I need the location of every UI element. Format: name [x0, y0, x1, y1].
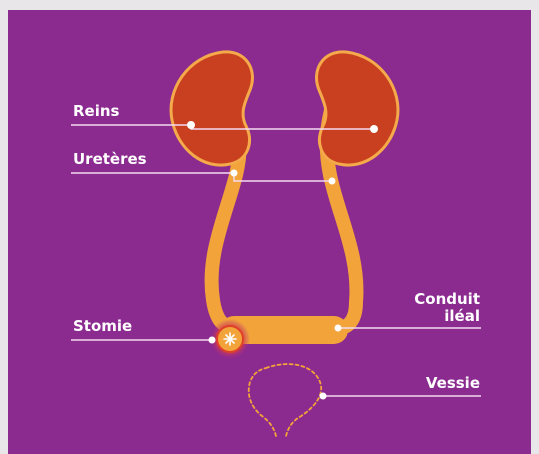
label-ureteres: Uretères	[73, 150, 147, 168]
ureteres-dot-right	[329, 178, 336, 185]
reins-dot-right	[370, 125, 378, 133]
reins-dot-left	[187, 121, 195, 129]
label-stomie: Stomie	[73, 317, 132, 335]
label-conduit-line1: Conduit	[414, 290, 480, 308]
stoma-star-icon	[224, 333, 236, 345]
label-reins: Reins	[73, 102, 120, 120]
label-conduit-line2: iléal	[444, 307, 480, 325]
ureteres-dot-left	[231, 170, 238, 177]
conduit-dot	[335, 325, 342, 332]
vessie-dot	[320, 393, 327, 400]
label-vessie: Vessie	[426, 374, 480, 392]
stomie-dot	[209, 337, 216, 344]
urostomy-diagram: Reins Uretères Stomie Conduit iléal Vess…	[8, 10, 531, 454]
